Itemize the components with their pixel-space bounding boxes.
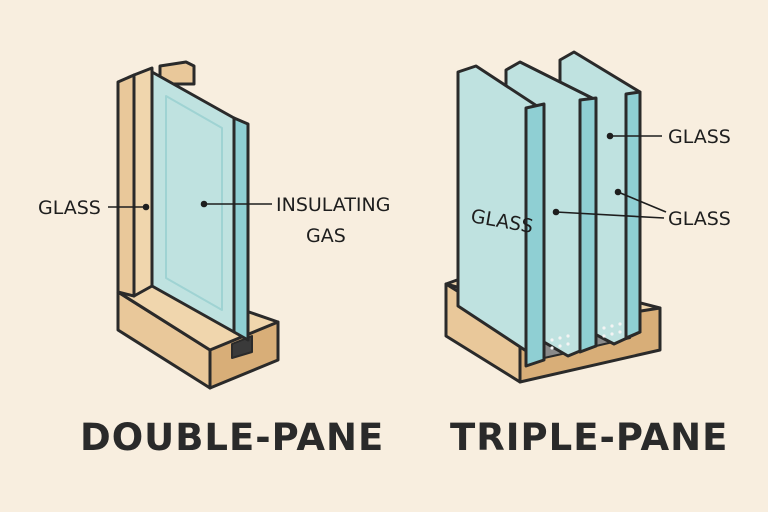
label-triple-glass-top: GLASS [668, 126, 731, 148]
triple-leaders [552, 132, 667, 219]
label-triple-glass-mid: GLASS [668, 208, 731, 230]
label-double-glass: GLASS [38, 197, 101, 219]
triple-glass-pane-1-edge [524, 102, 546, 368]
double-glass-highlight [165, 95, 223, 311]
title-triple-pane: TRIPLE-PANE [450, 416, 729, 459]
triple-glass-pane-3-edge [624, 90, 642, 340]
double-frame-post-front [132, 66, 154, 298]
triple-glass-pane-2-edge [578, 96, 598, 354]
title-double-pane: DOUBLE-PANE [80, 416, 385, 459]
label-insulating: INSULATING [276, 194, 390, 216]
triple-spacer-dots [550, 322, 622, 350]
label-gas: GAS [306, 225, 346, 247]
triple-pane-illustration [444, 50, 662, 384]
double-pane-illustration [116, 60, 280, 390]
double-leaders [108, 200, 272, 211]
double-frame-post-side [116, 73, 136, 298]
double-glass-pane-edge [232, 116, 250, 342]
